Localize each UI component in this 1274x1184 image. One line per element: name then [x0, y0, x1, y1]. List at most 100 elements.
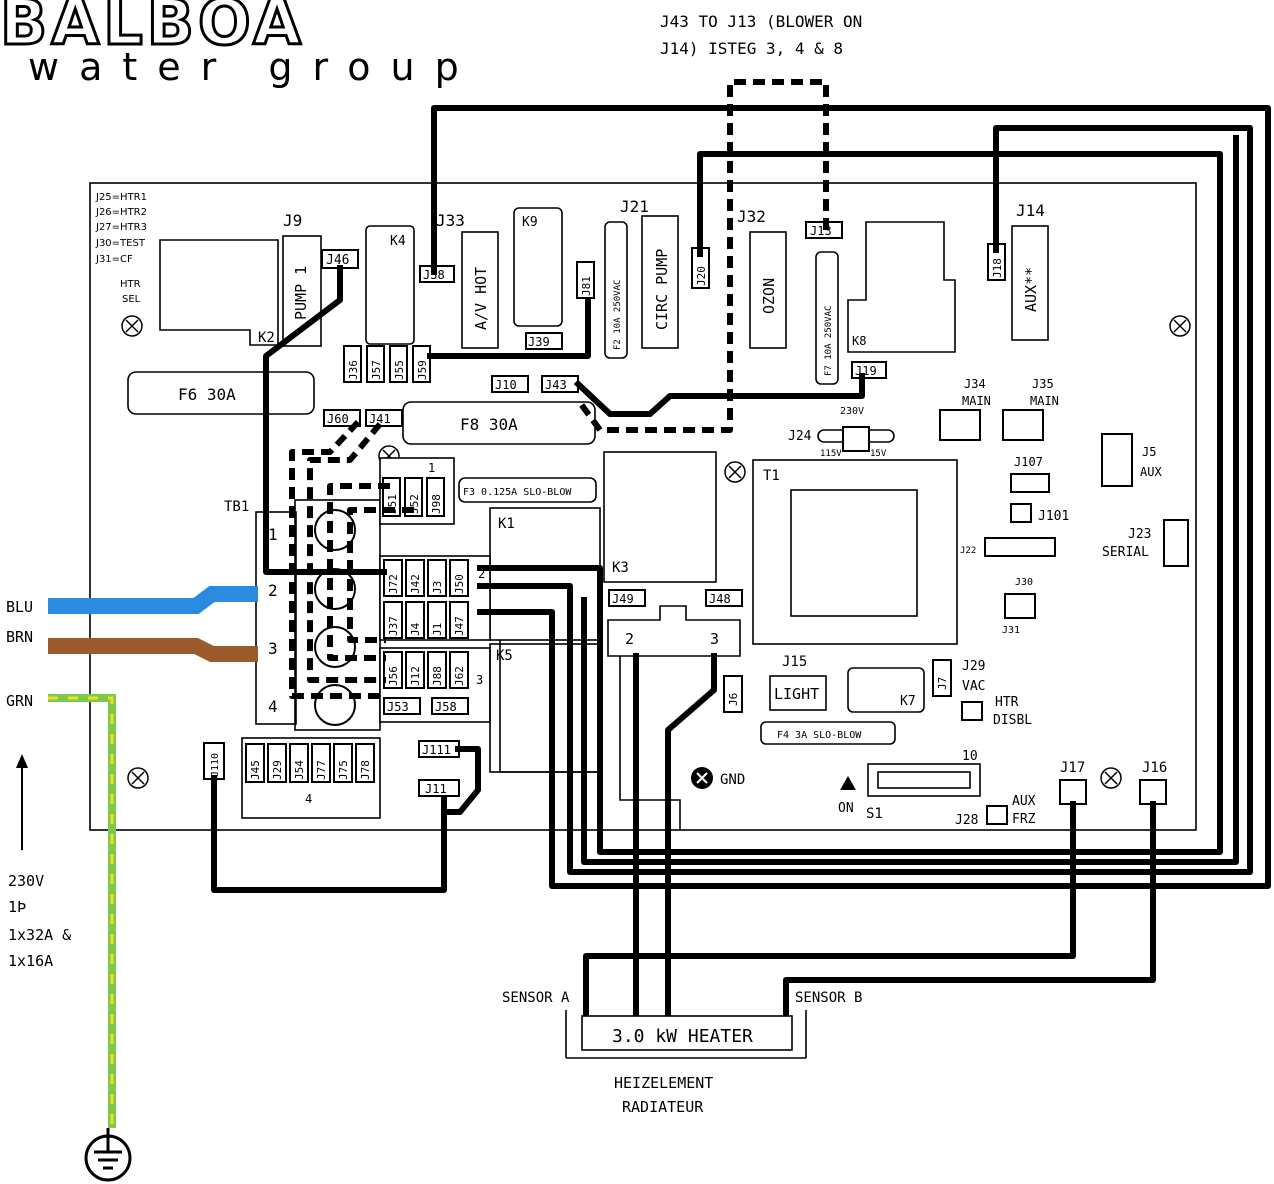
label-j29: J29 [962, 659, 985, 674]
label-230v: 230V [840, 406, 864, 417]
tb1-terminal-4: 4 [268, 697, 278, 716]
label-j7: J7 [936, 677, 949, 690]
heater-element: 3.0 kW HEATER HEIZELEMENT RADIATEUR [565, 1010, 807, 1116]
svg-text:J54: J54 [293, 760, 306, 780]
svg-text:J3: J3 [431, 581, 444, 594]
label-tb1: TB1 [224, 499, 249, 515]
relay-k3 [603, 451, 717, 583]
svg-text:J50: J50 [453, 574, 466, 594]
svg-text:J1: J1 [431, 623, 444, 636]
label-j18: J18 [991, 258, 1004, 278]
connector-j11 [418, 779, 460, 797]
connector-circ-pump [641, 215, 679, 349]
wire-blu [48, 586, 258, 614]
relay-k8 [847, 221, 956, 353]
label-main2: MAIN [1030, 394, 1059, 408]
f4-label: F4 3A SLO-BLOW [777, 730, 862, 741]
connector-j35 [1002, 409, 1044, 441]
label-j81: J81 [580, 276, 593, 296]
label-j10: J10 [495, 378, 517, 392]
label-aux-frz1: AUX [1012, 794, 1036, 809]
f8-label: F8 30A [460, 415, 518, 434]
connector-row-j45: J45 J29 J54 J77 J75 J78 [245, 743, 375, 783]
tb1-terminal-3: 3 [268, 639, 278, 658]
connector-row-j36: J36 J57 J55 J59 [343, 345, 431, 383]
svg-text:J4: J4 [409, 622, 422, 636]
svg-text:J98: J98 [430, 494, 443, 514]
connector-j28 [986, 805, 1008, 825]
fuse-f7 [815, 251, 839, 385]
wire-brn [48, 638, 258, 662]
relay-k9 [513, 207, 563, 327]
svg-text:J29: J29 [271, 760, 284, 780]
label-j15: J15 [782, 654, 807, 670]
label-vac: VAC [962, 679, 985, 694]
arrow-up-icon [840, 776, 856, 790]
label-j5: J5 [1142, 445, 1156, 459]
label-j11: J11 [425, 782, 447, 796]
label-j101: J101 [1038, 509, 1069, 524]
pump1-label: PUMP 1 [292, 266, 310, 320]
relay-k4 [365, 225, 415, 345]
label-k7: K7 [900, 694, 916, 709]
brand-tagline: water group [28, 45, 479, 89]
earth-ground-icon [84, 1128, 132, 1182]
label-j14: J14 [1016, 201, 1045, 220]
light-label: LIGHT [774, 685, 819, 703]
connector-j17 [1059, 779, 1087, 805]
legend-j30: J30=TEST [95, 238, 146, 249]
label-j21: J21 [620, 197, 649, 216]
wire-2 [477, 151, 1223, 855]
connector-j22 [984, 537, 1056, 557]
wire-j46 [263, 265, 387, 575]
svg-text:J57: J57 [370, 360, 383, 380]
label-j28: J28 [955, 813, 978, 828]
wire-j110 [211, 775, 447, 893]
connector-j39 [525, 332, 563, 350]
connector-j23 [1163, 519, 1189, 567]
connector-row-j51: J51 J52 J98 [382, 477, 445, 517]
label-k2: K2 [258, 330, 275, 346]
svg-text:J72: J72 [387, 574, 400, 594]
aux-label: AUX** [1022, 267, 1040, 312]
connector-j30 [1004, 593, 1036, 619]
terminal-3: 3 [710, 630, 719, 648]
supply-line4: 1x16A [8, 952, 53, 970]
svg-text:J77: J77 [315, 760, 328, 780]
svg-text:J59: J59 [416, 360, 429, 380]
label-k8: K8 [852, 334, 866, 348]
circ-pump-label: CIRC PUMP [653, 249, 671, 330]
wire-3 [477, 125, 1253, 875]
brand-name: BALBOA [0, 0, 305, 59]
label-j20: J20 [695, 266, 708, 286]
relay-k7 [847, 667, 925, 713]
heater-terminal [607, 605, 741, 657]
svg-text:J75: J75 [337, 760, 350, 780]
screw-icons [121, 315, 1191, 789]
svg-text:J56: J56 [387, 666, 400, 686]
label-j23: J23 [1128, 527, 1151, 542]
f2-label: F2 10A 250VAC [613, 280, 623, 350]
sensor-b-wire [783, 801, 1156, 1023]
connector-j16 [1139, 779, 1167, 805]
note-line2: J14) ISTEG 3, 4 & 8 [660, 39, 843, 58]
label-j60: J60 [327, 412, 349, 426]
control-board [89, 182, 1197, 831]
relay-k2 [159, 239, 279, 346]
legend-sel: SEL [122, 294, 141, 305]
note-line1: J43 TO J13 (BLOWER ON [660, 12, 862, 31]
connector-j60 [323, 409, 361, 427]
label-j53: J53 [387, 700, 409, 714]
label-j58: J58 [435, 700, 457, 714]
label-j30: J30 [1015, 577, 1033, 588]
connector-j48 [705, 589, 743, 607]
svg-text:J45: J45 [249, 760, 262, 780]
label-j111: J111 [422, 743, 451, 757]
label-j48: J48 [709, 592, 731, 606]
label-j32: J32 [737, 207, 766, 226]
label-t1: T1 [763, 468, 780, 484]
legend-j31: J31=CF [95, 254, 133, 265]
block-4-label: 4 [305, 792, 312, 806]
legend-htr: HTR [120, 279, 141, 290]
